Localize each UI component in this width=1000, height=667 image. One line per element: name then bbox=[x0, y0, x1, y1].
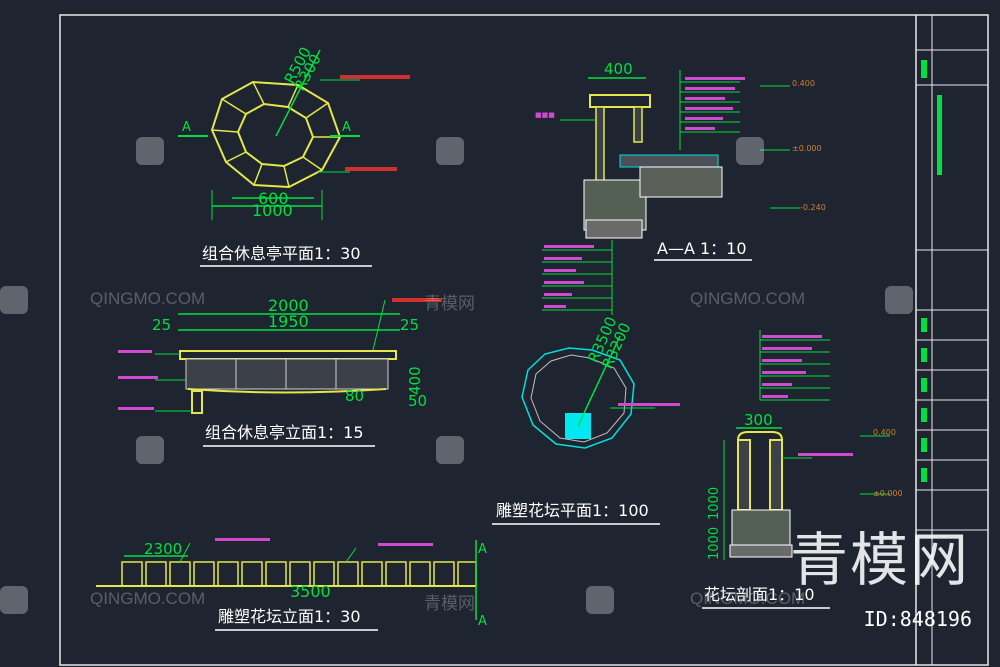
planter-plan: R3500 R3200 雕塑花坛平面1：100 bbox=[492, 314, 680, 525]
watermark-logo-icon bbox=[885, 286, 913, 314]
watermark-logo-icon bbox=[436, 137, 464, 165]
watermark-text: 青模网 bbox=[424, 594, 475, 613]
title-pavilion-elevation: 组合休息亭立面1：15 bbox=[205, 423, 364, 442]
watermark-text: QINGMO.COM bbox=[90, 589, 206, 608]
planter-elevation: 2300 A A 3500 雕塑花坛立面1：30 bbox=[96, 538, 487, 631]
svg-text:1000: 1000 bbox=[707, 527, 722, 560]
pavilion-elevation: 2000 1950 25 25 50 80 400 组合休息亭立面1：15 bbox=[118, 296, 442, 447]
dim-3500: 3500 bbox=[290, 582, 331, 601]
watermark-text: QINGMO.COM bbox=[90, 289, 206, 308]
asset-id: ID:848196 bbox=[863, 607, 972, 631]
dim-80: 80 bbox=[345, 387, 364, 405]
section-aa: 400 ■■■ 0.400 ±0.000 -0.240 bbox=[535, 60, 826, 315]
brand-watermark: 青模网 bbox=[789, 526, 970, 594]
watermark-text: 青模网 bbox=[424, 294, 475, 313]
watermark-logo-icon bbox=[586, 586, 614, 614]
elev-0000-b: ±0.000 bbox=[873, 489, 903, 498]
dim-300: 300 bbox=[744, 411, 773, 429]
watermark-logo-icon bbox=[0, 286, 28, 314]
title-section-aa: A—A 1：10 bbox=[657, 239, 747, 258]
watermark-logo-icon bbox=[136, 436, 164, 464]
planter-section: 300 0.400 ±0.000 1000 1000 花坛剖面1：10 bbox=[702, 330, 903, 609]
dim-600: 600 bbox=[258, 189, 289, 208]
elev-m0240: -0.240 bbox=[800, 203, 826, 212]
dim-1950: 1950 bbox=[268, 312, 309, 331]
watermark-logo-icon bbox=[136, 137, 164, 165]
dim-400-vertical: 400 bbox=[406, 366, 424, 395]
watermark-text: QINGMO.COM bbox=[690, 289, 806, 308]
dim-2000: 2000 bbox=[268, 296, 309, 315]
dim-1000: 1000 bbox=[252, 201, 293, 220]
elev-mark-a-top: A bbox=[478, 542, 487, 557]
pavilion-plan: A A R500 R300 600 1000 组合休息亭平面1：30 bbox=[178, 44, 410, 267]
svg-text:■■■: ■■■ bbox=[535, 111, 555, 119]
watermark-text: QINGMO.COM bbox=[690, 589, 806, 608]
section-mark-a-right: A bbox=[342, 120, 351, 135]
title-planter-section: 花坛剖面1：10 bbox=[704, 585, 815, 604]
svg-text:1000: 1000 bbox=[707, 487, 722, 520]
dim-25-right: 25 bbox=[400, 316, 419, 334]
watermark-logo-icon bbox=[436, 436, 464, 464]
dim-2300: 2300 bbox=[144, 540, 182, 558]
dim-25-left: 25 bbox=[152, 316, 171, 334]
elev-0000-a: ±0.000 bbox=[792, 144, 822, 153]
dim-50: 50 bbox=[408, 392, 427, 410]
watermark-logo-icon bbox=[0, 586, 28, 614]
title-planter-elevation: 雕塑花坛立面1：30 bbox=[218, 607, 361, 626]
dim-400-top: 400 bbox=[604, 60, 633, 78]
title-pavilion-plan: 组合休息亭平面1：30 bbox=[202, 244, 361, 263]
watermark-logo-icon bbox=[736, 137, 764, 165]
title-planter-plan: 雕塑花坛平面1：100 bbox=[496, 501, 649, 520]
elev-mark-a-bottom: A bbox=[478, 614, 487, 629]
section-mark-a-left: A bbox=[182, 120, 191, 135]
elev-0400-b: 0.400 bbox=[873, 428, 896, 437]
elev-0400-a: 0.400 bbox=[792, 79, 815, 88]
